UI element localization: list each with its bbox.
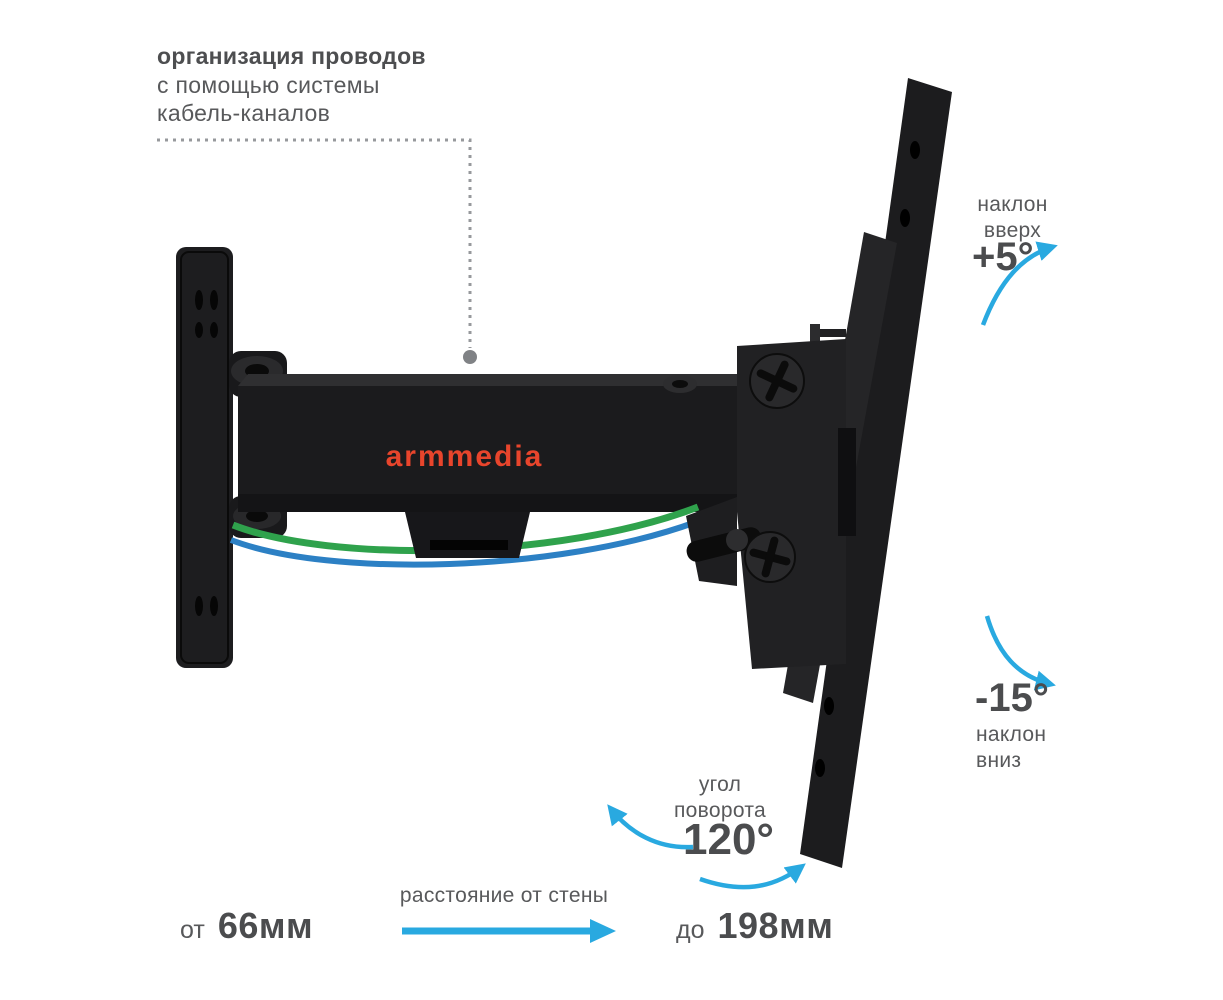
tilt-up-label-line2: вверх [983, 218, 1042, 242]
tilt-slot-screw [726, 529, 748, 551]
arm-joint-screw-center [672, 380, 688, 388]
distance-label: расстояние от стены [399, 884, 609, 907]
tilt-up-value: +5° [972, 235, 1034, 279]
tilt-down-label-line2: вниз [976, 748, 1022, 772]
tilt-down-value: -15° [975, 676, 1049, 720]
wall-mount-bracket [176, 78, 952, 868]
cable-note: организация проводов с помощью системы к… [157, 42, 426, 128]
phillips-screw-bottom [744, 531, 796, 583]
rotation-label: угол поворота [665, 772, 775, 823]
wall-plate [176, 247, 233, 668]
tilt-up-arrow [980, 241, 1058, 326]
tilt-down-arrow [984, 615, 1056, 691]
phillips-screw-top [749, 353, 805, 409]
cable-clip [405, 512, 530, 558]
rotation-arrow-left [607, 804, 694, 850]
vesa-plate-back [800, 78, 952, 868]
tilt-down-label: наклон вниз [976, 722, 1046, 773]
distance-min-value: 66мм [217, 905, 314, 946]
cable-note-leader-line [157, 138, 472, 348]
arm-body [238, 386, 737, 512]
arm-top-face [238, 374, 747, 386]
distance-max: до 198мм [676, 905, 833, 947]
distance-max-prefix: до [676, 916, 705, 944]
cable-note-title: организация проводов [157, 43, 426, 69]
cable-note-leader-dot [463, 350, 477, 364]
arm-bottom-shade [238, 494, 737, 512]
rotation-label-line2: поворота [673, 798, 766, 822]
distance-arrow [402, 919, 616, 943]
tilt-up-label: наклон вверх [955, 192, 1070, 243]
tilt-up-label-line1: наклон [977, 193, 1048, 216]
distance-max-value: 198мм [717, 905, 834, 946]
distance-min: от 66мм [180, 905, 313, 947]
brand-logo: armmedia [385, 440, 544, 473]
bracket-hinge-pin [838, 428, 856, 536]
hinge-screw-bottom-center [246, 510, 268, 522]
rotation-label-line1: угол [698, 773, 742, 796]
rotation-value: 120° [683, 815, 775, 864]
tilt-down-label-line1: наклон [976, 723, 1047, 746]
wall-plate-edge [180, 251, 229, 664]
cable-note-line2: с помощью системы [157, 71, 380, 98]
cable-clip-slot [430, 540, 508, 550]
distance-min-prefix: от [180, 916, 205, 944]
cable-blue [229, 519, 698, 568]
tilt-bracket [737, 339, 846, 669]
cable-note-line3: кабель-каналов [157, 100, 331, 127]
rotation-arrow-right [699, 863, 806, 890]
wall-plate-slots [195, 290, 218, 616]
